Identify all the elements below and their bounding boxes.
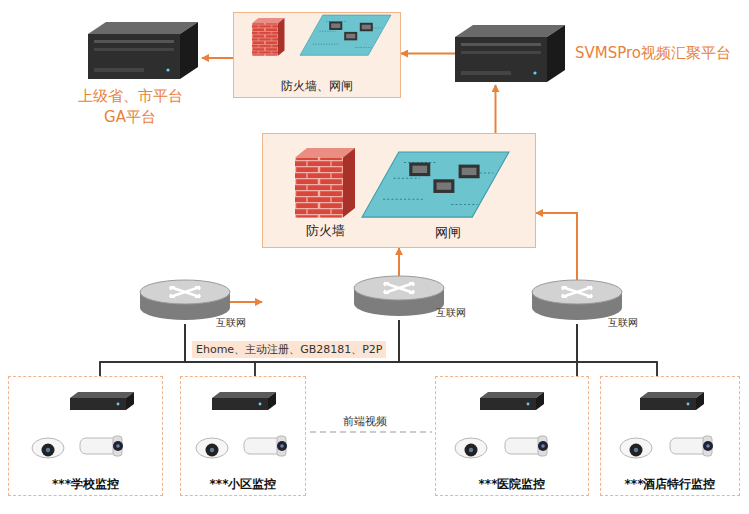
platform-server: 上级省、市平台GA平台 xyxy=(58,18,202,130)
node-text: 防火墙 xyxy=(306,222,345,240)
node-text: 网闸 xyxy=(435,224,461,242)
security-box: 防火墙 网闸 xyxy=(262,133,536,248)
node-text: 互联网 xyxy=(216,316,246,330)
site-group: ***小区监控 xyxy=(180,376,306,496)
site-group: ***医院监控 xyxy=(435,376,589,496)
router: 互联网 xyxy=(354,276,444,320)
flow-arrow xyxy=(536,213,577,280)
router: 互联网 xyxy=(532,280,622,324)
network-link xyxy=(100,320,399,376)
flow-arrow xyxy=(398,248,400,276)
node-text: SVMSPro视频汇聚平台 xyxy=(575,44,731,63)
router: 互联网 xyxy=(140,280,230,324)
flow-arrow xyxy=(202,57,233,59)
flow-arrow xyxy=(495,85,497,133)
node-text: ***学校监控 xyxy=(52,477,119,492)
network-link xyxy=(185,324,577,376)
security-box: 防火墙、网闸 xyxy=(233,12,401,98)
node-text: 互联网 xyxy=(436,306,466,320)
network-link xyxy=(100,324,185,376)
network-link xyxy=(100,324,577,376)
flow-arrow xyxy=(230,301,262,303)
node-text: 上级省、市平台 xyxy=(78,86,183,107)
protocol-label: Ehome、主动注册、GB28181、P2P xyxy=(192,341,386,358)
network-link xyxy=(185,324,657,376)
node-text: GA平台 xyxy=(104,107,156,128)
aggregation-server: SVMSPro视频汇聚平台 xyxy=(455,22,745,85)
network-link xyxy=(577,324,657,376)
node-text: ***医院监控 xyxy=(479,477,546,492)
site-group: ***学校监控 xyxy=(8,376,163,496)
node-text: 互联网 xyxy=(608,316,638,330)
site-group: ***酒店特行监控 xyxy=(600,376,740,496)
flow-arrow xyxy=(401,53,455,55)
node-text: 防火墙、网闸 xyxy=(281,79,353,94)
network-link xyxy=(399,320,657,376)
node-text: ***小区监控 xyxy=(210,477,277,492)
network-link xyxy=(399,320,577,376)
node-text: ***酒店特行监控 xyxy=(625,477,716,492)
note-label: 前端视频 xyxy=(340,414,390,429)
